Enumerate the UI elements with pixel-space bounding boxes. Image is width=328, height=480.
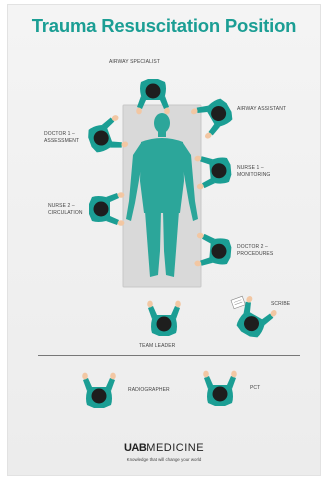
uab-medicine-logo: UABMEDICINE [8, 442, 320, 454]
staff-team-leader [147, 301, 181, 336]
label-pct: PCT [250, 385, 260, 392]
label-nurse1-line1: NURSE 1 – [237, 165, 270, 172]
label-doctor1-line2: ASSESSMENT [44, 138, 79, 145]
label-nurse2-line1: NURSE 2 – [48, 203, 83, 210]
logo-rest: MEDICINE [146, 442, 204, 454]
label-doctor1-line1: DOCTOR 1 – [44, 131, 79, 138]
label-team-leader: TEAM LEADER [139, 343, 175, 350]
clipboard-icon [231, 296, 245, 309]
label-radiographer: RADIOGRAPHER [128, 387, 170, 394]
tagline: Knowledge that will change your world [8, 457, 320, 462]
staff-doctor1 [84, 114, 129, 158]
label-doctor2-line1: DOCTOR 2 – [237, 244, 273, 251]
label-nurse2: NURSE 2 – CIRCULATION [48, 203, 83, 217]
label-airway-specialist: AIRWAY SPECIALIST [109, 59, 160, 66]
divider [38, 355, 300, 356]
poster: Trauma Resuscitation Position [8, 5, 320, 475]
label-doctor1: DOCTOR 1 – ASSESSMENT [44, 131, 79, 145]
logo-bold: UAB [124, 442, 146, 454]
label-doctor2-line2: PROCEDURES [237, 251, 273, 258]
staff-nurse2 [89, 192, 124, 226]
label-airway-assistant: AIRWAY ASSISTANT [237, 106, 286, 113]
label-scribe: SCRIBE [271, 301, 290, 308]
label-doctor2: DOCTOR 2 – PROCEDURES [237, 244, 273, 258]
staff-radiographer [82, 373, 116, 408]
staff-pct [203, 371, 237, 406]
resuscitation-diagram [8, 5, 320, 475]
label-nurse1-line2: MONITORING [237, 172, 270, 179]
label-nurse2-line2: CIRCULATION [48, 210, 83, 217]
label-nurse1: NURSE 1 – MONITORING [237, 165, 270, 179]
